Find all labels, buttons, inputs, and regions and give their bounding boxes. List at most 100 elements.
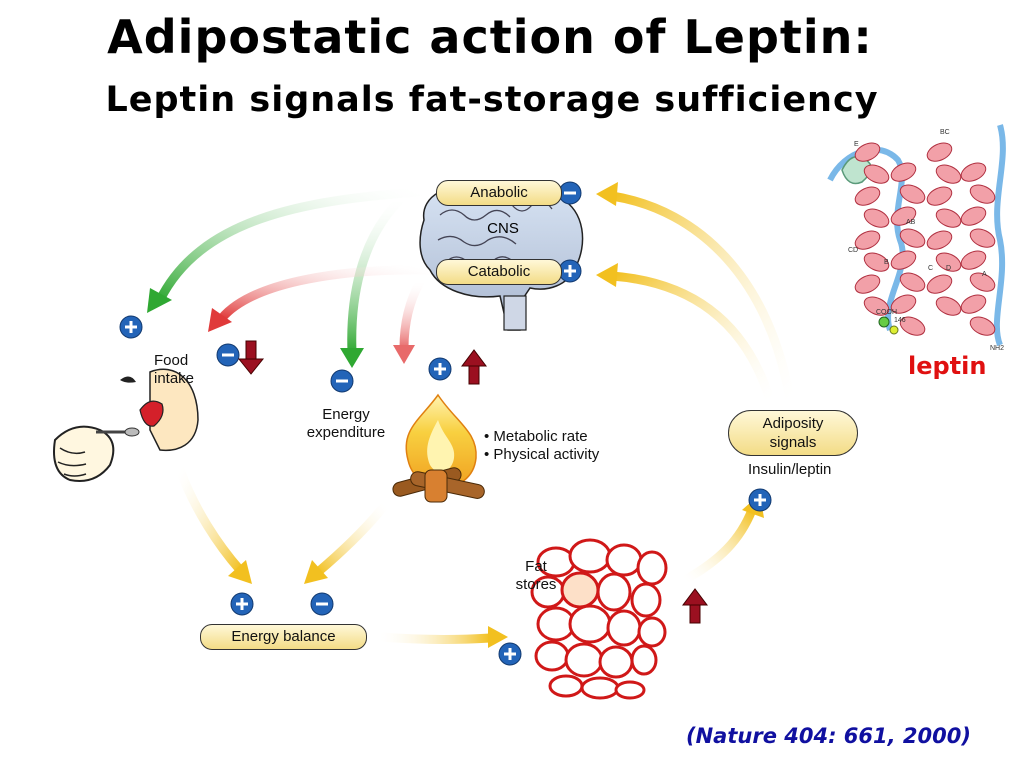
protein-helix-turn <box>863 252 890 272</box>
insulin-leptin-label: Insulin/leptin <box>748 461 832 478</box>
protein-label: COOH <box>876 309 897 316</box>
fat-cell <box>630 644 658 676</box>
fat-cell <box>568 538 612 574</box>
fat-stores-up-arrow-icon <box>682 588 708 624</box>
protein-label: B <box>884 259 889 266</box>
anabolic-minus-icon <box>558 181 582 205</box>
energy-balance-pill: Energy balance <box>200 624 367 650</box>
fat-cell <box>560 571 600 609</box>
protein-helix-turn <box>926 230 953 250</box>
fat-cell <box>637 616 667 648</box>
protein-loop-ribbon <box>993 124 1006 347</box>
protein-helix-turn <box>863 296 890 316</box>
fat-cell <box>636 550 668 586</box>
protein-label: A <box>982 271 987 278</box>
protein-label: AB <box>906 219 916 226</box>
protein-helix-turn <box>863 208 890 228</box>
leptin-label: leptin <box>908 352 987 380</box>
protein-helix-turn <box>854 186 881 206</box>
fat-cell <box>596 572 632 612</box>
protein-label: D <box>946 265 951 272</box>
metabolism-up-arrow-icon <box>461 349 487 385</box>
food-intake-plus-icon <box>119 315 143 339</box>
yellow-arrow-food-to-balance <box>175 465 252 584</box>
protein-label: CD <box>848 247 858 254</box>
yellow-arrow-adiposity-to-catabolic <box>596 263 775 405</box>
page-subtitle: Leptin signals fat-storage sufficiency <box>105 80 879 120</box>
yellow-arrow-balance-to-fat <box>375 626 508 648</box>
red-arrow-to-food-intake <box>208 265 437 332</box>
food-intake-minus-icon <box>216 343 240 367</box>
fat-cell <box>580 676 620 700</box>
protein-residue <box>878 316 890 328</box>
protein-helix-turn <box>935 164 962 184</box>
metabolic-activity-list: • Metabolic rate • Physical activity <box>484 428 600 463</box>
energy-balance-plus-icon <box>230 592 254 616</box>
metabolism-plus-icon <box>428 357 452 381</box>
protein-helix-turn <box>926 186 953 206</box>
food-intake-down-arrow-icon <box>237 340 265 375</box>
fat-cell <box>564 642 604 678</box>
adiposity-signals-label-1: Adiposity <box>762 415 824 432</box>
campfire-icon <box>392 393 485 503</box>
catabolic-plus-icon <box>558 259 582 283</box>
eating-face-icon <box>53 368 199 482</box>
protein-helix-turn <box>969 272 996 292</box>
protein-helix-turn <box>969 316 996 336</box>
protein-helix-turn <box>854 230 881 250</box>
fat-cell <box>614 680 646 700</box>
fat-stores-plus-icon <box>498 642 522 666</box>
protein-helix-turn <box>899 184 926 204</box>
fat-cell <box>534 640 570 672</box>
red-arrow-to-metabolism <box>393 277 425 364</box>
protein-helix-turn <box>926 274 953 294</box>
protein-helix-turn <box>899 272 926 292</box>
protein-helix-turn <box>935 296 962 316</box>
fat-cells-icon <box>530 538 668 700</box>
protein-helix-turn <box>863 164 890 184</box>
protein-helix-turn <box>935 208 962 228</box>
protein-label: BC <box>940 129 950 136</box>
page-title: Adipostatic action of Leptin: <box>107 10 873 64</box>
fat-cell <box>568 604 612 644</box>
protein-helix-turn <box>890 206 917 226</box>
adiposity-plus-icon <box>748 488 772 512</box>
yellow-arrow-adiposity-to-anabolic <box>596 182 795 405</box>
protein-helix-turn <box>899 228 926 248</box>
anabolic-pill: Anabolic <box>436 180 562 206</box>
green-arrow-to-energy-expenditure <box>340 195 405 368</box>
fat-cell <box>630 582 662 618</box>
cns-label: CNS <box>487 220 519 237</box>
protein-helix-turn <box>960 206 987 226</box>
protein-helix-turn <box>890 162 917 182</box>
green-arrow-to-food-intake <box>147 187 425 313</box>
protein-helix-turn <box>899 316 926 336</box>
protein-helix-turn <box>935 252 962 272</box>
fat-stores-label: Fat stores <box>515 558 557 593</box>
protein-label: E <box>854 141 859 148</box>
fat-cell <box>598 645 634 679</box>
protein-helix-turn <box>890 250 917 270</box>
protein-helix-turn <box>969 184 996 204</box>
protein-label: NH2 <box>990 345 1004 352</box>
protein-helix-turn <box>854 274 881 294</box>
protein-helix-turn <box>960 162 987 182</box>
protein-helix-turn <box>854 142 881 162</box>
protein-label: C <box>928 265 933 272</box>
energy-balance-minus-icon <box>310 592 334 616</box>
protein-label: 146 <box>894 317 906 324</box>
protein-helix-turn <box>969 228 996 248</box>
protein-helix-turn <box>960 250 987 270</box>
protein-helix-turn <box>890 294 917 314</box>
fat-cell <box>548 674 584 698</box>
yellow-arrow-fire-to-balance <box>304 500 390 584</box>
citation: (Nature 404: 661, 2000) <box>686 724 971 748</box>
fat-cell <box>605 543 643 577</box>
food-intake-label: Food intake <box>154 352 195 387</box>
adiposity-signals-pill: Adiposity signals <box>728 410 858 456</box>
energy-expenditure-minus-icon <box>330 369 354 393</box>
fat-cell <box>606 609 642 647</box>
protein-helix-turn <box>960 294 987 314</box>
catabolic-pill: Catabolic <box>436 259 562 285</box>
energy-expenditure-label: Energy expenditure <box>306 406 386 441</box>
